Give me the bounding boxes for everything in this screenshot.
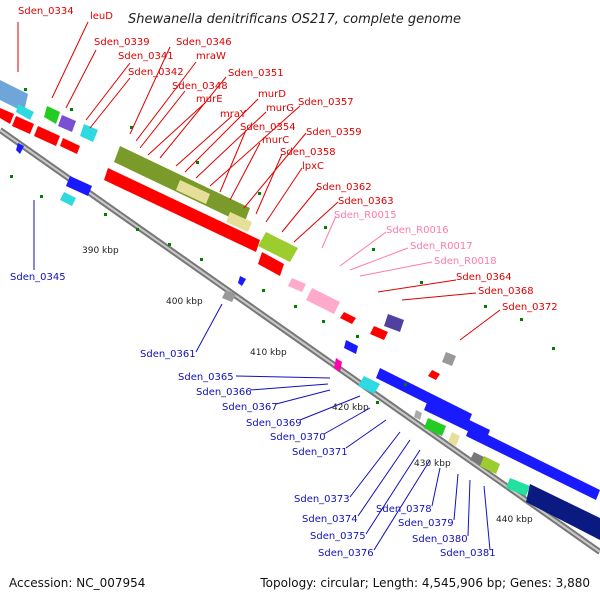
gene-label: Sden_0341 bbox=[118, 51, 174, 62]
gene-label: Sden_0380 bbox=[412, 534, 468, 545]
kbp-tick-400: 400 kbp bbox=[166, 297, 203, 307]
kbp-scale: 390 kbp 400 kbp 410 kbp 420 kbp 430 kbp … bbox=[82, 246, 533, 525]
gene-labels-top: Sden_0334 leuD Sden_0339 Sden_0341 Sden_… bbox=[18, 6, 558, 313]
gene-label: Sden_0348 bbox=[172, 81, 228, 92]
kbp-tick-390: 390 kbp bbox=[82, 246, 119, 256]
gene-label: Sden_0375 bbox=[310, 531, 366, 542]
gene-label: Sden_0339 bbox=[94, 37, 150, 48]
gene-label: Sden_0361 bbox=[140, 349, 196, 360]
gene-labels-bottom: Sden_0345 Sden_0361 Sden_0365 Sden_0366 … bbox=[10, 272, 496, 559]
gene-label: Sden_0359 bbox=[306, 127, 362, 138]
gene-label: Sden_R0017 bbox=[410, 241, 473, 252]
gene-label: Sden_0345 bbox=[10, 272, 66, 283]
gene-label: murG bbox=[266, 103, 294, 114]
kbp-tick-420: 420 kbp bbox=[332, 403, 369, 413]
gene-label: Sden_0346 bbox=[176, 37, 232, 48]
gene-label: Sden_0363 bbox=[338, 196, 394, 207]
gene-label: Sden_0366 bbox=[196, 387, 252, 398]
gene-label: Sden_0373 bbox=[294, 494, 350, 505]
genome-backbone bbox=[0, 127, 600, 555]
gene-label: mraY bbox=[220, 109, 247, 120]
kbp-tick-410: 410 kbp bbox=[250, 348, 287, 358]
gene-label: murD bbox=[258, 89, 286, 100]
feature-tracks bbox=[0, 80, 600, 540]
gene-label: Sden_0358 bbox=[280, 147, 336, 158]
gene-label: murE bbox=[196, 94, 223, 105]
gene-label: mraW bbox=[196, 51, 226, 62]
label-leaders bbox=[17, 21, 501, 551]
map-title: Shewanella denitrificans OS217, complete… bbox=[128, 12, 461, 27]
gene-label: murC bbox=[262, 135, 289, 146]
gene-label: Sden_0365 bbox=[178, 372, 234, 383]
gene-label: Sden_0342 bbox=[128, 67, 184, 78]
gene-label: Sden_R0016 bbox=[386, 225, 449, 236]
accession-text: Accession: NC_007954 bbox=[9, 576, 145, 590]
gene-label: Sden_0369 bbox=[246, 418, 302, 429]
gene-label: Sden_0368 bbox=[478, 286, 534, 297]
gene-label: Sden_0370 bbox=[270, 432, 326, 443]
gene-label: Sden_0381 bbox=[440, 548, 496, 559]
kbp-tick-440: 440 kbp bbox=[496, 515, 533, 525]
gene-label: Sden_0379 bbox=[398, 518, 454, 529]
gene-label: Sden_0354 bbox=[240, 122, 296, 133]
gene-label: Sden_0351 bbox=[228, 68, 284, 79]
kbp-tick-430: 430 kbp bbox=[414, 459, 451, 469]
gene-label: Sden_0376 bbox=[318, 548, 374, 559]
gene-label: Sden_0362 bbox=[316, 182, 372, 193]
gene-label: leuD bbox=[90, 11, 113, 22]
gene-label: Sden_R0018 bbox=[434, 256, 497, 267]
gene-label: Sden_0334 bbox=[18, 6, 74, 17]
gene-label: lpxC bbox=[302, 161, 324, 172]
gene-label: Sden_0357 bbox=[298, 97, 354, 108]
position-ticks bbox=[10, 88, 555, 404]
gene-label: Sden_0367 bbox=[222, 402, 278, 413]
gene-label: Sden_0374 bbox=[302, 514, 358, 525]
gene-label: Sden_0364 bbox=[456, 272, 512, 283]
gene-label: Sden_0371 bbox=[292, 447, 348, 458]
gene-label: Sden_0372 bbox=[502, 302, 558, 313]
gene-label: Sden_R0015 bbox=[334, 210, 397, 221]
genome-summary-text: Topology: circular; Length: 4,545,906 bp… bbox=[259, 576, 590, 590]
gene-label: Sden_0378 bbox=[376, 504, 432, 515]
